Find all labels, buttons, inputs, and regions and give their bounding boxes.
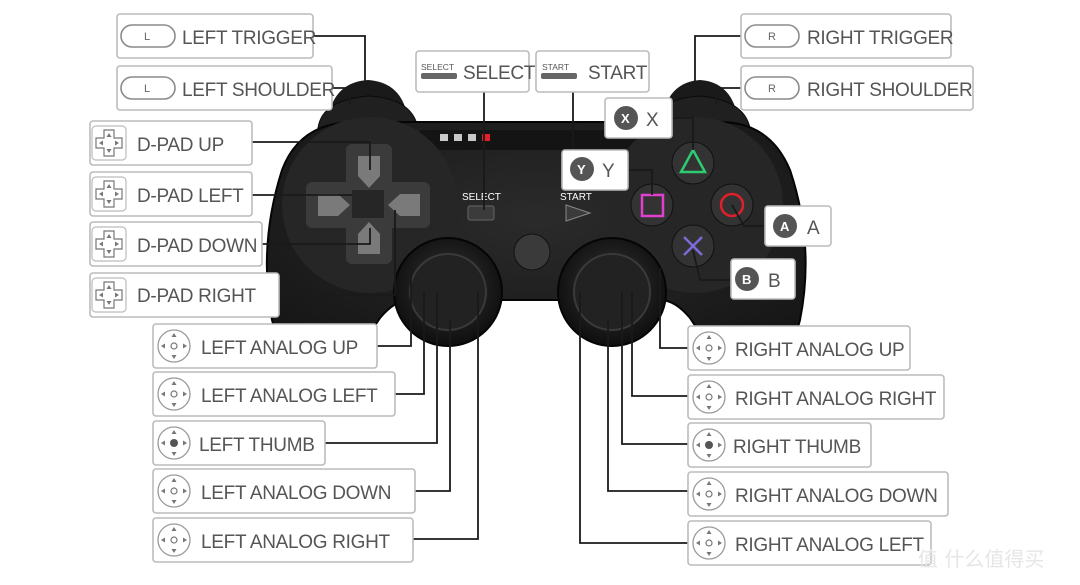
left-analog-left-callout: LEFT ANALOG LEFT <box>152 371 396 417</box>
dpad-up-label: D-PAD UP <box>137 135 224 156</box>
dpad-left-callout: D-PAD LEFT <box>89 171 253 217</box>
analog-stick-icon <box>692 380 726 414</box>
left-analog-down-label: LEFT ANALOG DOWN <box>201 483 391 504</box>
led-2-icon <box>454 134 462 141</box>
svg-text:Y: Y <box>577 162 586 177</box>
y-callout: Y Y <box>561 149 629 191</box>
select-callout: SELECT SELECT <box>415 50 536 93</box>
dpad-down-callout: D-PAD DOWN <box>89 221 263 267</box>
left-shoulder-callout: L LEFT SHOULDER <box>116 65 335 111</box>
controller-start-text: START <box>560 192 592 203</box>
b-label: B <box>768 271 780 292</box>
x-key-icon <box>614 106 638 130</box>
svg-text:L: L <box>144 31 150 43</box>
left-analog-right-callout: LEFT ANALOG RIGHT <box>152 517 414 563</box>
controller-l-mark: L <box>362 95 370 112</box>
analog-stick-icon <box>692 526 726 560</box>
left-analog-up-callout: LEFT ANALOG UP <box>152 323 378 369</box>
analog-stick-icon <box>157 523 191 557</box>
thumb-press-icon <box>157 426 191 460</box>
right-shoulder-callout: R RIGHT SHOULDER <box>740 65 974 111</box>
left-thumb-label: LEFT THUMB <box>199 435 315 456</box>
l-key-icon <box>120 76 176 100</box>
right-analog-left-callout: RIGHT ANALOG LEFT <box>687 520 932 566</box>
connector-lines <box>252 35 765 544</box>
y-key-icon <box>570 157 594 181</box>
led-3-icon <box>468 134 476 141</box>
dpad-up-callout: D-PAD UP <box>89 120 253 166</box>
right-trigger-label: RIGHT TRIGGER <box>807 28 953 49</box>
analog-stick-icon <box>692 331 726 365</box>
a-key-icon <box>773 214 797 238</box>
svg-text:R: R <box>768 83 776 95</box>
l-key-icon <box>120 24 176 48</box>
r-key-icon <box>744 24 800 48</box>
dpad-icon <box>91 125 127 161</box>
right-analog-right-label: RIGHT ANALOG RIGHT <box>735 389 937 410</box>
right-analog-left-label: RIGHT ANALOG LEFT <box>735 535 925 556</box>
dpad-right-label: D-PAD RIGHT <box>137 286 256 307</box>
controller-start-button <box>565 204 592 222</box>
left-shoulder-label: LEFT SHOULDER <box>182 80 335 101</box>
controller-r-mark: R <box>686 95 697 112</box>
thumb-press-icon <box>692 428 726 462</box>
svg-text:L: L <box>144 83 150 95</box>
right-analog-down-callout: RIGHT ANALOG DOWN <box>687 471 949 517</box>
analog-stick-icon <box>157 329 191 363</box>
left-analog-left-label: LEFT ANALOG LEFT <box>201 386 378 407</box>
select-key-icon <box>421 73 457 79</box>
right-analog-down-label: RIGHT ANALOG DOWN <box>735 486 938 507</box>
controller: L R <box>265 80 807 362</box>
right-analog-right-callout: RIGHT ANALOG RIGHT <box>687 374 945 420</box>
svg-text:R: R <box>768 31 776 43</box>
start-key-icon <box>541 73 577 79</box>
analog-stick-icon <box>157 474 191 508</box>
controller-select-button <box>467 205 495 221</box>
analog-stick-icon <box>157 377 191 411</box>
svg-text:A: A <box>780 219 790 234</box>
right-analog-up-label: RIGHT ANALOG UP <box>735 340 904 361</box>
left-analog-down-callout: LEFT ANALOG DOWN <box>152 468 416 514</box>
svg-text:B: B <box>742 272 751 287</box>
y-label: Y <box>602 161 615 182</box>
select-label: SELECT <box>463 63 536 84</box>
right-analog-up-callout: RIGHT ANALOG UP <box>687 325 911 371</box>
led-1-icon <box>440 134 448 141</box>
a-callout: A A <box>764 205 832 247</box>
svg-text:SELECT: SELECT <box>421 62 454 72</box>
left-trigger-callout: L LEFT TRIGGER <box>116 13 316 59</box>
b-key-icon <box>735 267 759 291</box>
left-thumb-callout: LEFT THUMB <box>152 420 326 466</box>
right-thumb-label: RIGHT THUMB <box>733 437 861 458</box>
r-key-icon <box>744 76 800 100</box>
a-label: A <box>807 218 820 239</box>
dpad <box>306 144 430 264</box>
left-analog-up-label: LEFT ANALOG UP <box>201 338 358 359</box>
right-thumb-callout: RIGHT THUMB <box>687 422 872 468</box>
svg-text:START: START <box>542 62 569 72</box>
dpad-down-label: D-PAD DOWN <box>137 236 257 257</box>
dpad-icon <box>91 176 127 212</box>
left-shoulder-shape <box>317 95 419 129</box>
dpad-right-callout: D-PAD RIGHT <box>89 272 280 318</box>
svg-text:X: X <box>621 111 630 126</box>
analog-stick-icon <box>692 477 726 511</box>
right-trigger-callout: R RIGHT TRIGGER <box>740 13 954 59</box>
home-button <box>513 233 551 271</box>
b-callout: B B <box>730 258 796 300</box>
led-4-icon <box>482 134 490 141</box>
controller-select-text: SELECT <box>462 192 501 203</box>
left-trigger-label: LEFT TRIGGER <box>182 28 316 49</box>
x-callout: X X <box>604 97 673 139</box>
dpad-left-label: D-PAD LEFT <box>137 186 244 207</box>
right-shoulder-label: RIGHT SHOULDER <box>807 80 972 101</box>
start-label: START <box>588 63 648 84</box>
dpad-icon <box>91 226 127 262</box>
start-callout: START START <box>535 50 650 93</box>
watermark: 值 什么值得买 <box>918 547 1044 571</box>
x-label: X <box>646 110 659 131</box>
dpad-icon <box>91 277 127 313</box>
left-analog-right-label: LEFT ANALOG RIGHT <box>201 532 391 553</box>
